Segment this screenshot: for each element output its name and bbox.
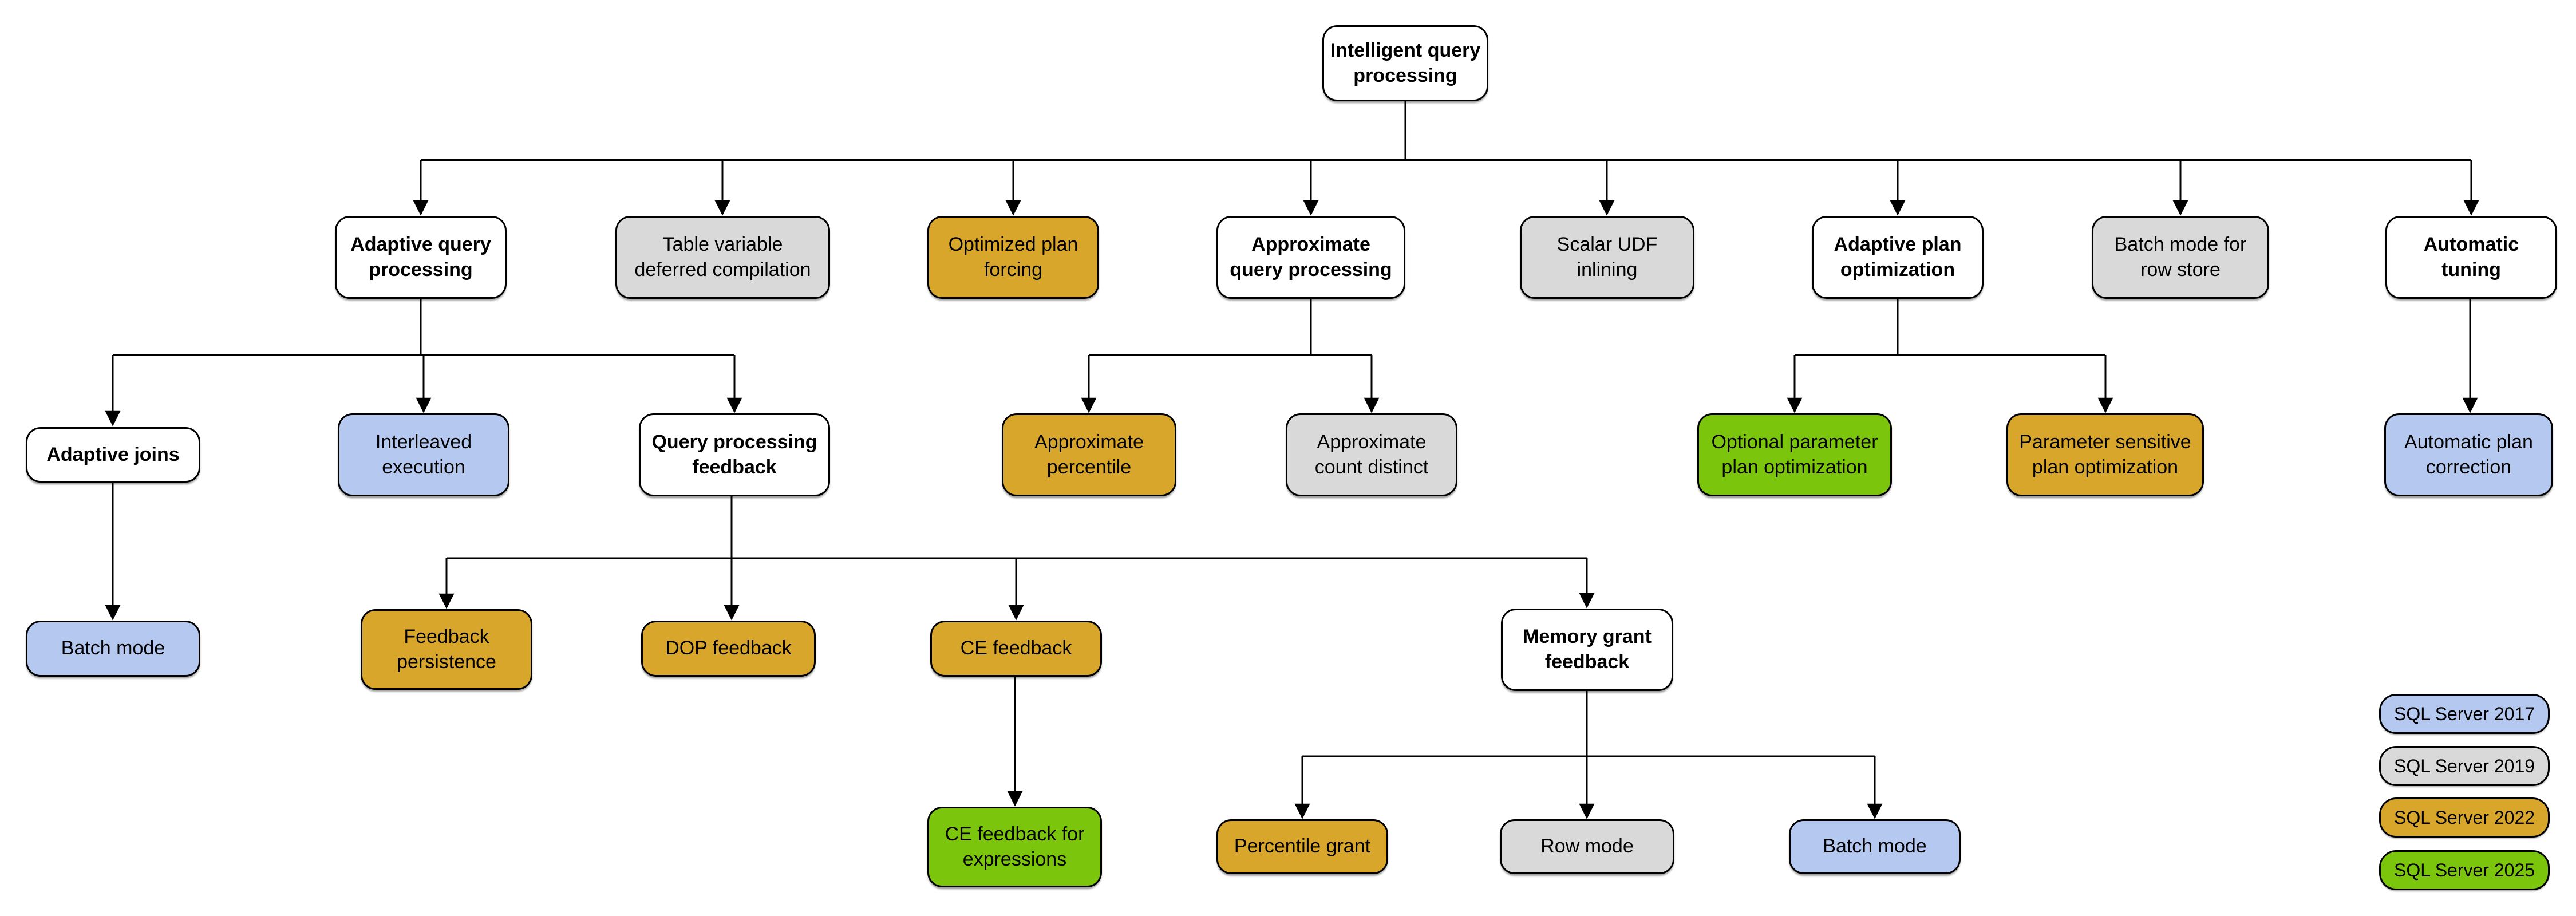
node-approximate-query-processing: Approximate query processing xyxy=(1216,216,1405,299)
node-batch-mode-for-row-store: Batch mode for row store xyxy=(2092,216,2269,299)
node-approximate-count-distinct: Approximate count distinct xyxy=(1286,413,1457,496)
legend-sql-server-2025: SQL Server 2025 xyxy=(2379,850,2550,890)
node-automatic-plan-correction: Automatic plan correction xyxy=(2384,413,2553,496)
legend-sql-server-2017: SQL Server 2017 xyxy=(2379,694,2550,734)
node-interleaved-execution: Interleaved execution xyxy=(338,413,509,496)
node-row-mode: Row mode xyxy=(1500,819,1674,874)
node-batch-mode-adaptive-joins: Batch mode xyxy=(26,621,200,677)
node-ce-feedback-for-expressions: CE feedback for expressions xyxy=(927,807,1102,887)
node-feedback-persistence: Feedback persistence xyxy=(361,609,532,690)
node-ce-feedback: CE feedback xyxy=(930,621,1102,677)
node-table-variable-deferred-compilation: Table variable deferred compilation xyxy=(615,216,830,299)
node-approximate-percentile: Approximate percentile xyxy=(1002,413,1176,496)
node-adaptive-plan-optimization: Adaptive plan optimization xyxy=(1812,216,1984,299)
node-scalar-udf-inlining: Scalar UDF inlining xyxy=(1520,216,1694,299)
legend-sql-server-2022: SQL Server 2022 xyxy=(2379,797,2550,838)
node-memory-grant-feedback: Memory grant feedback xyxy=(1501,609,1673,691)
node-dop-feedback: DOP feedback xyxy=(641,621,816,677)
node-automatic-tuning: Automatic tuning xyxy=(2385,216,2557,299)
node-adaptive-query-processing: Adaptive query processing xyxy=(335,216,507,299)
node-parameter-sensitive-plan-optimization: Parameter sensitive plan optimization xyxy=(2006,413,2204,496)
node-query-processing-feedback: Query processing feedback xyxy=(639,413,830,496)
legend-sql-server-2019: SQL Server 2019 xyxy=(2379,746,2550,786)
node-optimized-plan-forcing: Optimized plan forcing xyxy=(927,216,1099,299)
node-adaptive-joins: Adaptive joins xyxy=(26,427,200,483)
node-optional-parameter-plan-optimization: Optional parameter plan optimization xyxy=(1697,413,1892,496)
node-percentile-grant: Percentile grant xyxy=(1216,819,1388,874)
node-intelligent-query-processing: Intelligent query processing xyxy=(1322,25,1488,101)
node-batch-mode-memory-grant: Batch mode xyxy=(1789,819,1961,874)
